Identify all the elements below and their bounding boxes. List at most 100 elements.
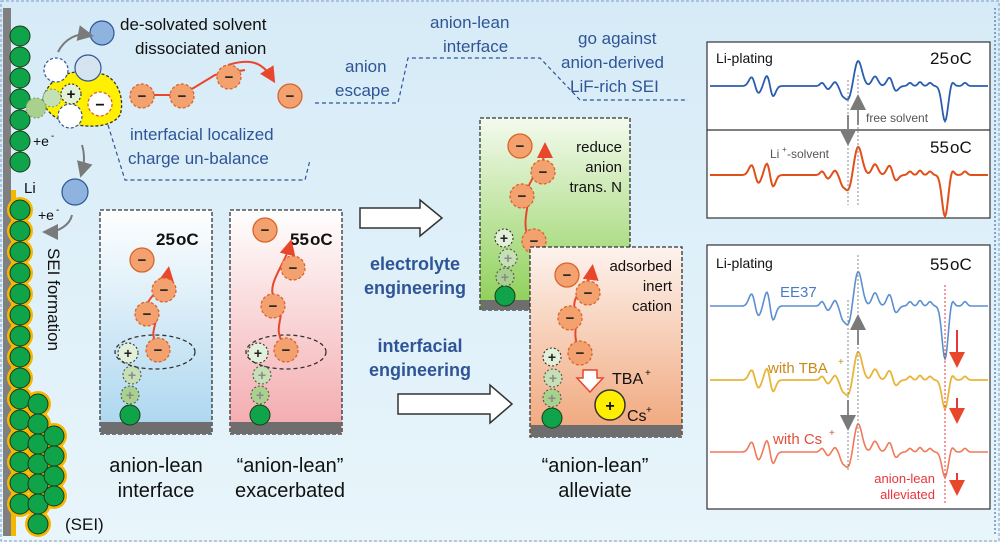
li-atom (9, 493, 31, 515)
anion: − (169, 83, 195, 109)
panel-55c-electrode (231, 422, 341, 434)
li-atom (9, 283, 31, 305)
electron-label-bottom: +e - (38, 205, 59, 223)
panel-55c-caption-line2: exacerbated (235, 480, 345, 502)
flow-dashed-path (107, 57, 688, 181)
svg-text:Li: Li (770, 147, 779, 161)
svg-text:+: + (782, 145, 787, 154)
panel-25c-caption-line2: interface (118, 480, 195, 502)
spectra-top-temp-55: 55 oC (930, 138, 972, 157)
anion-circle (567, 340, 593, 366)
li-cation: + (542, 347, 562, 367)
anion-circle (554, 262, 580, 288)
anion: − (252, 217, 278, 243)
desolvated-solvent-label: de-solvated solvent (120, 15, 267, 34)
li-cation-plus: + (258, 367, 266, 383)
anion: − (151, 277, 177, 303)
li-cation-circle (120, 385, 140, 405)
electron-label-top: +e - (33, 131, 54, 149)
anion-lean-line2: interface (443, 37, 508, 56)
spectra-top-panel: Li-plating 25 oC 55 oC free solvent Li +… (706, 41, 991, 219)
li-atom (27, 513, 49, 535)
spectrum-cs-line (710, 422, 988, 479)
li-atom (9, 367, 31, 389)
electrolyte-engineering-arrow (359, 198, 444, 238)
anion-circle (530, 159, 556, 185)
li-cation-circle (494, 228, 514, 248)
svg-text:+: + (646, 405, 652, 416)
desolvation-arrow (57, 25, 94, 53)
anion-minus-sign: − (269, 298, 278, 315)
alleviate-caption-line1: “anion-lean” (542, 455, 649, 477)
li-cation-plus: + (256, 387, 264, 403)
li-atom (9, 451, 31, 473)
anion: − (129, 83, 155, 109)
svg-text:-solvent: -solvent (787, 147, 830, 161)
li-cation-plus: + (548, 390, 556, 406)
dissociated-anion-label: dissociated anion (135, 39, 266, 58)
anion-minus-sign: − (282, 342, 291, 359)
anion-escape-line1: anion (345, 57, 387, 76)
li-atom (43, 445, 65, 467)
li-atom (119, 404, 141, 426)
charge-unbalance-line2: charge un-balance (128, 149, 269, 168)
reduce-anion-line2: anion (585, 159, 622, 176)
li-cation-circle (498, 248, 518, 268)
li-atom (9, 25, 31, 47)
anion-escape-arrow (227, 60, 276, 84)
anion-minus-sign: − (286, 88, 295, 105)
svg-text:25: 25 (930, 49, 949, 68)
electrolyte-engineering-line2: engineering (364, 278, 466, 298)
anion-lean-line1: anion-lean (430, 13, 509, 32)
anion-minus-sign: − (225, 69, 234, 86)
spectrum-tba-line (710, 350, 988, 411)
sei-label: (SEI) (65, 515, 104, 534)
li-solvent-label: Li + -solvent (770, 145, 830, 161)
anion-minus-sign: − (154, 342, 163, 359)
svg-text:25: 25 (156, 230, 175, 249)
li-label: Li (24, 180, 36, 197)
alleviated-line2: alleviated (880, 487, 935, 502)
li-cation-plus: + (126, 387, 134, 403)
anion-circle (575, 280, 601, 306)
li-atom (9, 46, 31, 68)
downward-arrow (77, 144, 93, 178)
cs-cation (594, 389, 626, 421)
li-atom (9, 220, 31, 242)
li-cation: + (247, 342, 269, 364)
reduce-anion-line3: trans. N (569, 179, 622, 196)
svg-text:+e: +e (38, 207, 54, 223)
li-atom (9, 325, 31, 347)
spectra-bottom-title: Li-plating (716, 255, 773, 271)
anion-circle (509, 183, 535, 209)
li-cation: + (117, 342, 139, 364)
escaping-anion-chain: − − − − (129, 60, 303, 109)
li-cation: + (252, 365, 272, 385)
anion-circle (151, 277, 177, 303)
anion: − (280, 255, 306, 281)
svg-text:-: - (56, 205, 59, 216)
li-atom (9, 88, 31, 110)
anion-circle (507, 133, 533, 159)
anion-minus-sign: − (289, 260, 298, 277)
anion-minus-sign: − (143, 306, 152, 323)
anion-circle (129, 83, 155, 109)
svg-text:Cs: Cs (627, 408, 647, 425)
li-cation-circle (542, 347, 562, 367)
svg-text:55: 55 (930, 255, 949, 274)
anion-circle (145, 337, 171, 363)
anion-circle (129, 247, 155, 273)
spectra-top-temp-25: 25 oC (930, 49, 972, 68)
li-cation-plus: + (500, 230, 508, 246)
svg-text:oC: oC (176, 230, 199, 249)
anion-minus-sign: − (138, 88, 147, 105)
li-atom (249, 404, 271, 426)
anion: − (129, 247, 155, 273)
svg-text:with Cs: with Cs (772, 431, 822, 448)
anion: − (273, 337, 299, 363)
li-cation-circle (542, 388, 562, 408)
li-atom (9, 304, 31, 326)
spectra-bottom-panel: Li-plating 55 oC EE37 with TBA + with Cs… (706, 244, 991, 510)
